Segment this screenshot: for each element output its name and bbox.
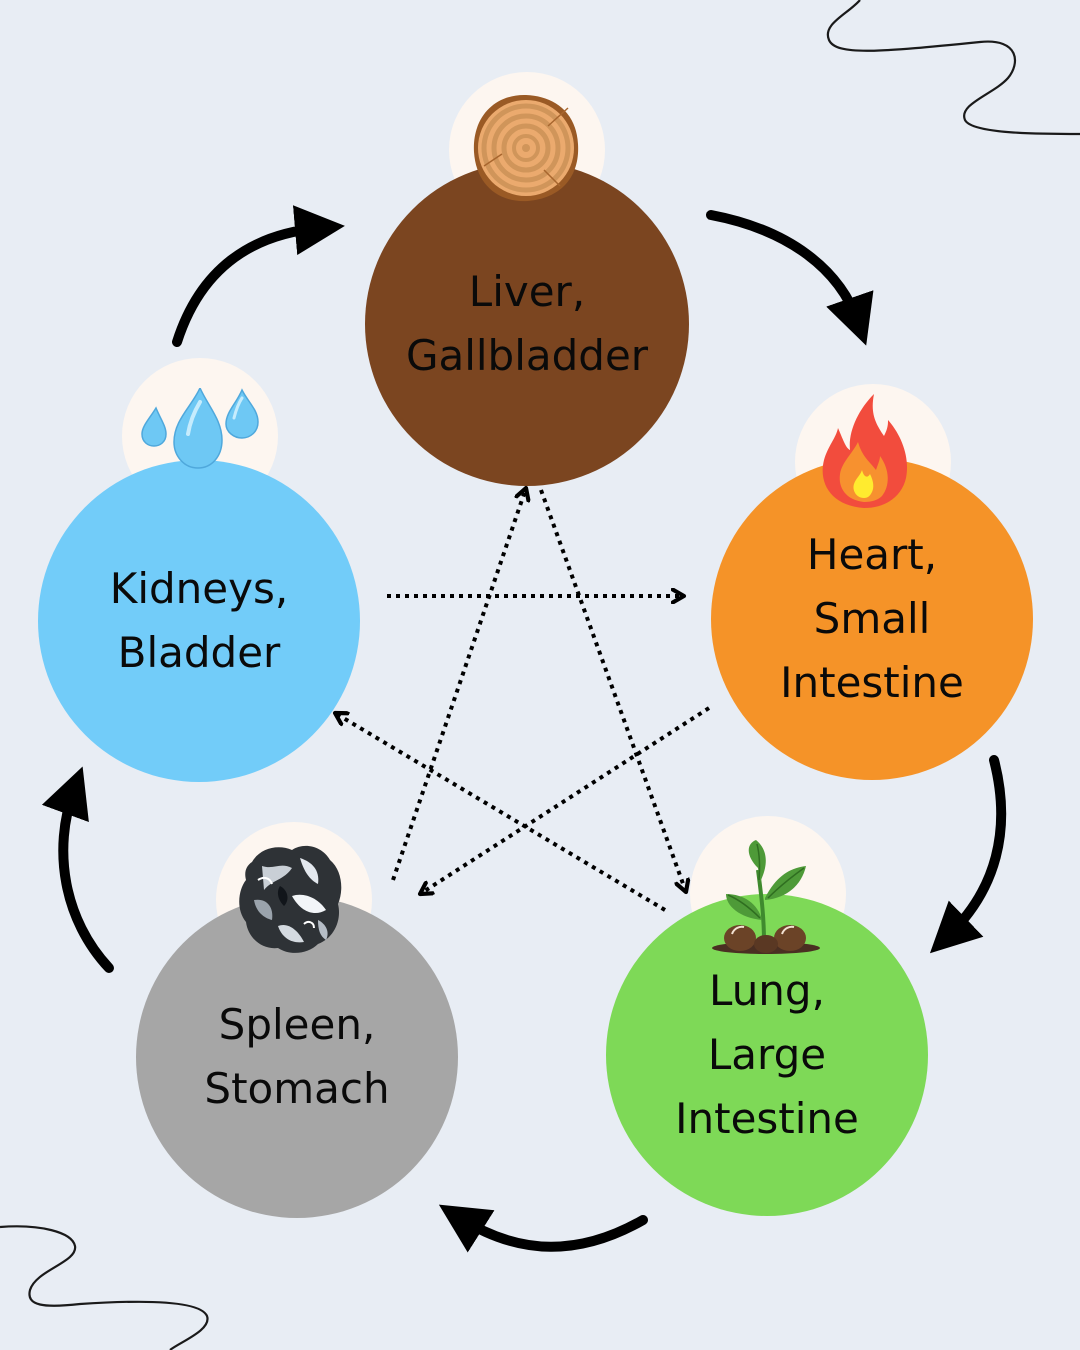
control-arrow-heart-to-spleen [420, 706, 711, 894]
node-label-line: Liver, [468, 267, 586, 316]
water-drops-icon [141, 388, 259, 469]
node-kidneys-bladder[interactable]: Kidneys, Bladder [38, 460, 360, 782]
node-label-line: Intestine [780, 658, 964, 707]
sprout-icon [712, 840, 820, 954]
node-liver-gallbladder[interactable]: Liver, Gallbladder [365, 162, 689, 486]
node-label-line: Lung, [709, 966, 825, 1015]
generating-arrow-heart-to-lung [929, 755, 1007, 954]
squiggle-top-right [826, 0, 1080, 136]
node-label-line: Intestine [675, 1094, 859, 1143]
node-heart-small-intestine[interactable]: Heart, Small Intestine [711, 458, 1033, 780]
flame-icon [822, 394, 908, 508]
node-label-line: Gallbladder [405, 331, 649, 380]
log-slice-icon [473, 94, 579, 202]
generating-arrow-liver-to-heart [706, 210, 874, 346]
node-label-line: Kidneys, [109, 564, 289, 613]
generating-arrow-spleen-to-kidneys [41, 766, 114, 973]
control-arrow-lung-to-kidneys [335, 713, 667, 912]
node-label-line: Spleen, [218, 1000, 376, 1049]
generating-arrow-kidneys-to-liver [172, 205, 345, 347]
control-arrow-spleen-to-liver [391, 488, 526, 881]
node-label-line: Large [707, 1030, 827, 1079]
generating-arrow-lung-to-spleen [438, 1204, 648, 1253]
node-label-line: Heart, [806, 530, 938, 579]
control-arrow-liver-to-lung [539, 489, 686, 892]
node-label-line: Bladder [117, 628, 281, 677]
node-label-line: Stomach [204, 1064, 390, 1113]
squiggle-bottom-left [0, 1225, 209, 1350]
crumpled-foil-icon [239, 845, 342, 953]
node-label-line: Small [813, 594, 931, 643]
